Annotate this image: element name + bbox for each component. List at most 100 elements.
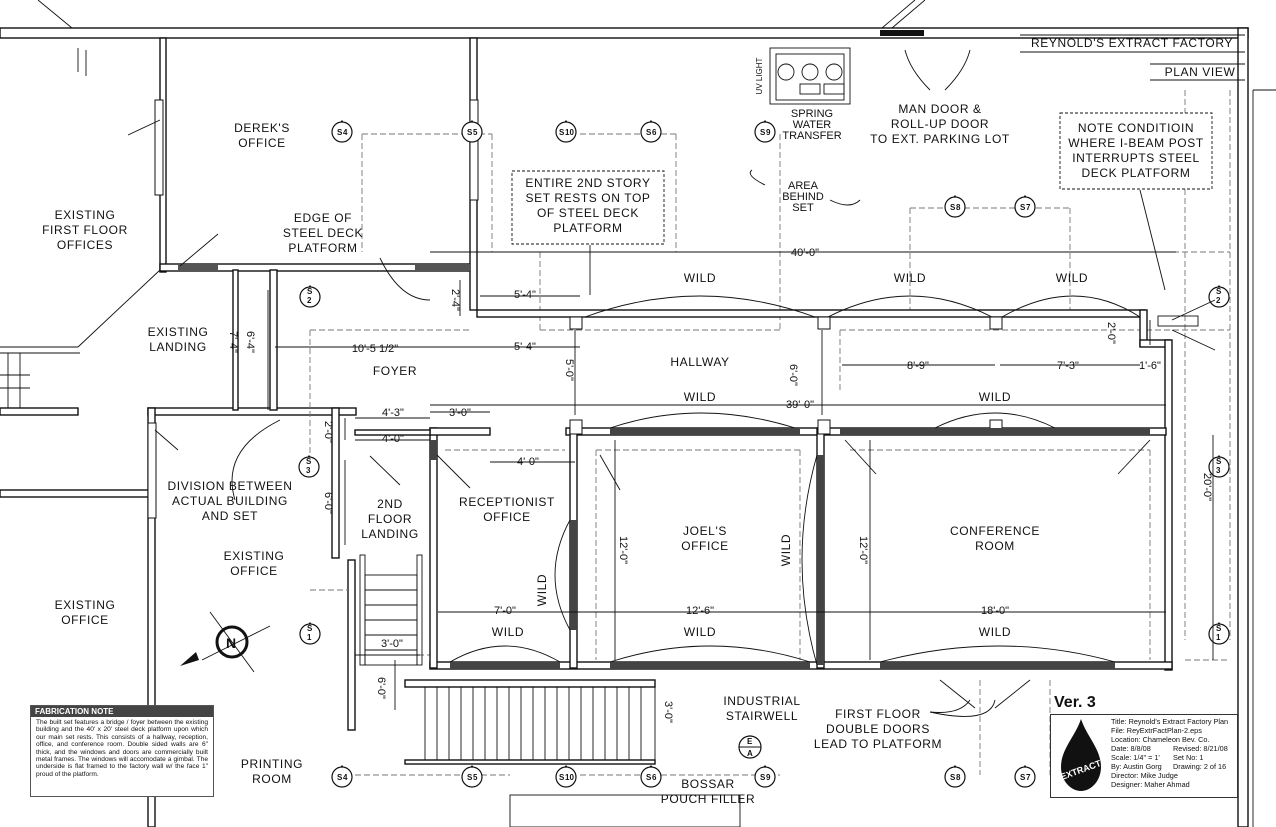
svg-text:7: 7 bbox=[1026, 773, 1031, 782]
svg-text:10'-5 1/2": 10'-5 1/2" bbox=[352, 343, 398, 355]
svg-text:S: S bbox=[559, 128, 565, 137]
stairs bbox=[359, 554, 741, 827]
compass-letter: N bbox=[226, 635, 236, 651]
version-label: Ver. 3 bbox=[1054, 694, 1096, 711]
svg-text:AND SET: AND SET bbox=[202, 509, 258, 523]
svg-text:FLOOR: FLOOR bbox=[368, 512, 412, 526]
svg-text:TO EXT. PARKING LOT: TO EXT. PARKING LOT bbox=[870, 132, 1010, 146]
svg-text:S: S bbox=[950, 773, 956, 782]
svg-text:LEAD TO PLATFORM: LEAD TO PLATFORM bbox=[814, 737, 942, 751]
svg-text:S: S bbox=[1020, 203, 1026, 212]
note-entire-2nd-story bbox=[511, 170, 665, 245]
uv-light-label: UV LIGHT bbox=[755, 57, 764, 94]
svg-text:10: 10 bbox=[565, 128, 574, 137]
wild-labels: WILD WILD WILD WILD WILD WILD WILD WILD … bbox=[492, 271, 1088, 639]
tb-set-no: Set No: 1 bbox=[1173, 753, 1204, 762]
svg-text:EXISTING: EXISTING bbox=[148, 325, 209, 339]
tb-designer: Designer: Maher Ahmad bbox=[1111, 780, 1190, 789]
svg-text:ROLL-UP DOOR: ROLL-UP DOOR bbox=[891, 117, 989, 131]
svg-text:TRANSFER: TRANSFER bbox=[782, 130, 841, 142]
svg-text:4: 4 bbox=[343, 773, 348, 782]
section-marker-s5-top bbox=[461, 120, 483, 143]
svg-text:WILD: WILD bbox=[684, 625, 716, 639]
tb-revised: Revised: 8/21/08 bbox=[1173, 744, 1228, 753]
svg-text:STAIRWELL: STAIRWELL bbox=[726, 709, 798, 723]
svg-text:12'-6": 12'-6" bbox=[686, 605, 714, 617]
svg-text:FIRST FLOOR: FIRST FLOOR bbox=[835, 707, 921, 721]
tb-by: By: Austin Gorg bbox=[1111, 762, 1162, 771]
svg-text:S: S bbox=[467, 773, 473, 782]
svg-text:4'-0": 4'-0" bbox=[517, 456, 539, 468]
svg-text:STEEL DECK: STEEL DECK bbox=[283, 226, 363, 240]
header-title: REYNOLD'S EXTRACT FACTORY bbox=[1031, 36, 1233, 50]
svg-text:ACTUAL BUILDING: ACTUAL BUILDING bbox=[172, 494, 288, 508]
svg-text:INDUSTRIAL: INDUSTRIAL bbox=[723, 694, 800, 708]
section-marker-s2-left bbox=[299, 285, 321, 308]
elevation-marker-ea bbox=[738, 735, 762, 759]
tb-title: Title: Reynold's Extract Factory Plan bbox=[1111, 717, 1229, 726]
svg-text:6: 6 bbox=[652, 128, 657, 137]
svg-text:ENTIRE 2ND STORY: ENTIRE 2ND STORY bbox=[525, 176, 650, 190]
svg-text:S: S bbox=[307, 287, 313, 296]
svg-text:9: 9 bbox=[766, 773, 771, 782]
svg-text:1: 1 bbox=[307, 633, 312, 642]
svg-text:1: 1 bbox=[1216, 633, 1221, 642]
svg-text:DECK PLATFORM: DECK PLATFORM bbox=[1082, 166, 1191, 180]
svg-text:WILD: WILD bbox=[1056, 271, 1088, 285]
svg-text:OFFICE: OFFICE bbox=[61, 613, 109, 627]
svg-text:6'-0": 6'-0" bbox=[787, 364, 799, 386]
svg-text:S: S bbox=[337, 773, 343, 782]
section-marker-s6-bottom bbox=[640, 765, 662, 788]
room-labels: DEREK'S OFFICE EXISTING FIRST FLOOR OFFI… bbox=[42, 108, 1040, 806]
svg-text:12'-0": 12'-0" bbox=[617, 536, 629, 564]
tb-file: File: ReyExtrFactPlan-2.eps bbox=[1111, 726, 1202, 735]
extract-logo: EXTRACT bbox=[1059, 719, 1103, 791]
svg-text:8: 8 bbox=[956, 773, 961, 782]
svg-text:7'-3": 7'-3" bbox=[1057, 360, 1079, 372]
svg-text:2'-0": 2'-0" bbox=[1105, 322, 1117, 344]
svg-text:PRINTING: PRINTING bbox=[241, 757, 303, 771]
svg-text:WHERE I-BEAM POST: WHERE I-BEAM POST bbox=[1068, 136, 1204, 150]
svg-text:1'-6": 1'-6" bbox=[1139, 360, 1161, 372]
svg-text:ROOM: ROOM bbox=[975, 539, 1015, 553]
wild-wall-arcs bbox=[449, 295, 1141, 666]
header-box bbox=[1020, 34, 1245, 81]
svg-text:7: 7 bbox=[1026, 203, 1031, 212]
svg-text:3: 3 bbox=[1216, 466, 1221, 475]
svg-text:S: S bbox=[1216, 457, 1222, 466]
section-marker-s3-right bbox=[1208, 455, 1230, 478]
svg-text:EXISTING: EXISTING bbox=[224, 549, 285, 563]
section-marker-s6-top bbox=[640, 120, 662, 143]
svg-text:WILD: WILD bbox=[894, 271, 926, 285]
svg-text:6: 6 bbox=[652, 773, 657, 782]
svg-text:BEHIND: BEHIND bbox=[782, 191, 824, 203]
svg-text:E: E bbox=[747, 737, 753, 746]
svg-text:WILD: WILD bbox=[535, 574, 549, 606]
svg-text:6'-0": 6'-0" bbox=[322, 492, 334, 514]
svg-text:S: S bbox=[559, 773, 565, 782]
svg-text:CONFERENCE: CONFERENCE bbox=[950, 524, 1040, 538]
svg-text:ROOM: ROOM bbox=[252, 772, 292, 786]
svg-text:BOSSAR: BOSSAR bbox=[681, 777, 735, 791]
svg-text:20'-0": 20'-0" bbox=[1201, 473, 1213, 501]
svg-text:9: 9 bbox=[766, 128, 771, 137]
section-marker-s5-bottom bbox=[461, 765, 483, 788]
fabrication-note: FABRICATION NOTE The built set features … bbox=[30, 705, 214, 797]
section-marker-s4-bottom bbox=[331, 765, 353, 788]
svg-text:4: 4 bbox=[343, 128, 348, 137]
svg-text:PLATFORM: PLATFORM bbox=[288, 241, 357, 255]
section-marker-s1-right bbox=[1208, 622, 1230, 645]
door-swings bbox=[127, 119, 1216, 709]
svg-text:7'-0": 7'-0" bbox=[494, 605, 516, 617]
svg-text:WILD: WILD bbox=[492, 625, 524, 639]
section-marker-s8-bottom bbox=[944, 765, 966, 788]
note-condition-ibeam bbox=[1059, 112, 1213, 190]
svg-text:S: S bbox=[1216, 287, 1222, 296]
svg-text:6'-4": 6'-4" bbox=[244, 331, 256, 353]
tb-location: Location: Chameleon Bev. Co. bbox=[1111, 735, 1210, 744]
svg-text:S: S bbox=[1216, 624, 1222, 633]
tb-scale: Scale: 1/4" = 1' bbox=[1111, 753, 1160, 762]
svg-text:7'-4": 7'-4" bbox=[227, 331, 239, 353]
